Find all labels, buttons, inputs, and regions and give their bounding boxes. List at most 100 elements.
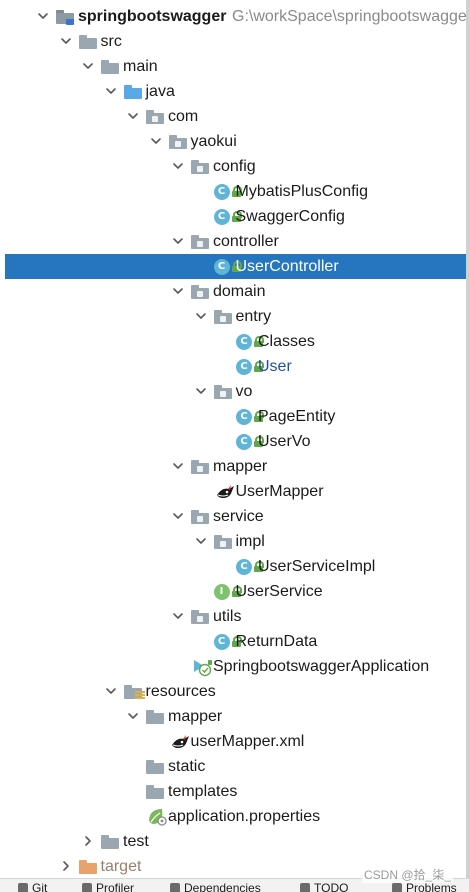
tree-item-label: test: [123, 833, 149, 850]
package-icon: [213, 307, 232, 326]
chevron-down-icon[interactable]: [148, 133, 164, 149]
chevron-down-icon[interactable]: [125, 108, 141, 124]
tree-row-config[interactable]: config: [5, 154, 466, 179]
tree-row-main[interactable]: main: [5, 54, 466, 79]
tree-row-usermapper-xml[interactable]: userMapper.xml: [5, 729, 466, 754]
tree-item-label: vo: [235, 383, 253, 400]
package-icon: [168, 132, 187, 151]
module-folder-icon: [56, 7, 74, 26]
tree-row-mapper[interactable]: mapper: [5, 454, 466, 479]
class-icon: C: [236, 557, 264, 576]
tree-item-label: UserMapper: [235, 483, 324, 500]
mybatis-xml-icon: [169, 732, 191, 751]
chevron-down-icon[interactable]: [35, 8, 51, 24]
tree-row-domain[interactable]: domain: [5, 279, 466, 304]
tree-row-service[interactable]: service: [5, 504, 466, 529]
tree-item-label: utils: [213, 608, 242, 625]
vertical-scrollbar[interactable]: [466, 0, 469, 878]
chevron-down-icon[interactable]: [170, 158, 186, 174]
chevron-down-icon[interactable]: [170, 508, 186, 524]
chevron-down-icon[interactable]: [193, 533, 209, 549]
status-bar-dependencies-button[interactable]: Dependencies: [170, 881, 261, 892]
todo-icon: [300, 883, 310, 892]
tree-row-target[interactable]: target: [5, 854, 466, 878]
chevron-down-icon[interactable]: [58, 33, 74, 49]
tree-row-springbootswaggerapplication[interactable]: SpringbootswaggerApplication: [5, 654, 466, 679]
tree-row-java[interactable]: java: [5, 79, 466, 104]
class-icon: C: [213, 257, 242, 276]
status-bar-problems-button[interactable]: Problems: [392, 881, 457, 892]
chevron-down-icon[interactable]: [170, 458, 186, 474]
chevron-down-icon[interactable]: [170, 233, 186, 249]
chevron-down-icon[interactable]: [125, 708, 141, 724]
tree-row-templates[interactable]: templates: [5, 779, 466, 804]
tree-row-static[interactable]: static: [5, 754, 466, 779]
tree-item-label: src: [100, 33, 122, 50]
tree-item-label: SwaggerConfig: [235, 208, 345, 225]
chevron-down-icon[interactable]: [170, 283, 186, 299]
class-icon: C: [236, 407, 264, 426]
chevron-down-icon[interactable]: [193, 383, 209, 399]
chevron-down-icon[interactable]: [193, 308, 209, 324]
tree-item-label: service: [213, 508, 264, 525]
tree-row-controller[interactable]: controller: [5, 229, 466, 254]
status-bar: Git Profiler Dependencies TODO Problems: [0, 878, 469, 892]
tree-item-label: static: [168, 758, 206, 775]
chevron-down-icon[interactable]: [170, 608, 186, 624]
tree-row-src[interactable]: src: [5, 29, 466, 54]
tree-row-resources[interactable]: resources: [5, 679, 466, 704]
tree-item-label: java: [145, 83, 175, 100]
tree-row-com[interactable]: com: [5, 104, 466, 129]
source-folder-icon: [123, 82, 142, 101]
tree-row-impl[interactable]: impl: [5, 529, 466, 554]
chevron-down-icon[interactable]: [80, 58, 96, 74]
chevron-right-icon[interactable]: [58, 858, 74, 874]
status-bar-profiler-button[interactable]: Profiler: [82, 881, 134, 892]
tree-item-label: domain: [213, 283, 266, 300]
class-icon: C: [236, 357, 264, 376]
status-bar-label: Profiler: [96, 881, 135, 892]
tree-item-label: mapper: [213, 458, 268, 475]
chevron-down-icon[interactable]: [103, 683, 119, 699]
tree-row-usermapper[interactable]: UserMapper: [5, 479, 466, 504]
status-bar-git-button[interactable]: Git: [18, 881, 47, 892]
tree-row-mapper[interactable]: mapper: [5, 704, 466, 729]
tree-row-application-properties[interactable]: application.properties: [5, 804, 466, 829]
tree-row-yaokui[interactable]: yaokui: [5, 129, 466, 154]
tree-row-vo[interactable]: vo: [5, 379, 466, 404]
folder-icon: [146, 782, 164, 801]
tree-item-label: application.properties: [168, 808, 321, 825]
tree-row-entry[interactable]: entry: [5, 304, 466, 329]
tree-row-utils[interactable]: utils: [5, 604, 466, 629]
tree-item-label: com: [168, 108, 199, 125]
git-icon: [18, 883, 28, 892]
tree-row-test[interactable]: test: [5, 829, 466, 854]
tree-item-label: yaokui: [190, 133, 237, 150]
package-icon: [191, 457, 209, 476]
package-icon: [191, 507, 209, 526]
status-bar-todo-button[interactable]: TODO: [300, 881, 348, 892]
class-icon: C: [236, 332, 264, 351]
package-icon: [213, 532, 232, 551]
excluded-folder-icon: [78, 857, 97, 876]
folder-icon: [101, 57, 119, 76]
tree-item-label: ReturnData: [235, 633, 318, 650]
folder-icon: [146, 707, 164, 726]
chevron-right-icon[interactable]: [80, 833, 96, 849]
mybatis-mapper-icon: [214, 482, 236, 501]
chevron-down-icon[interactable]: [103, 83, 119, 99]
watermark: CSDN @拾_柒_: [362, 866, 453, 883]
tree-item-label: mapper: [168, 708, 223, 725]
